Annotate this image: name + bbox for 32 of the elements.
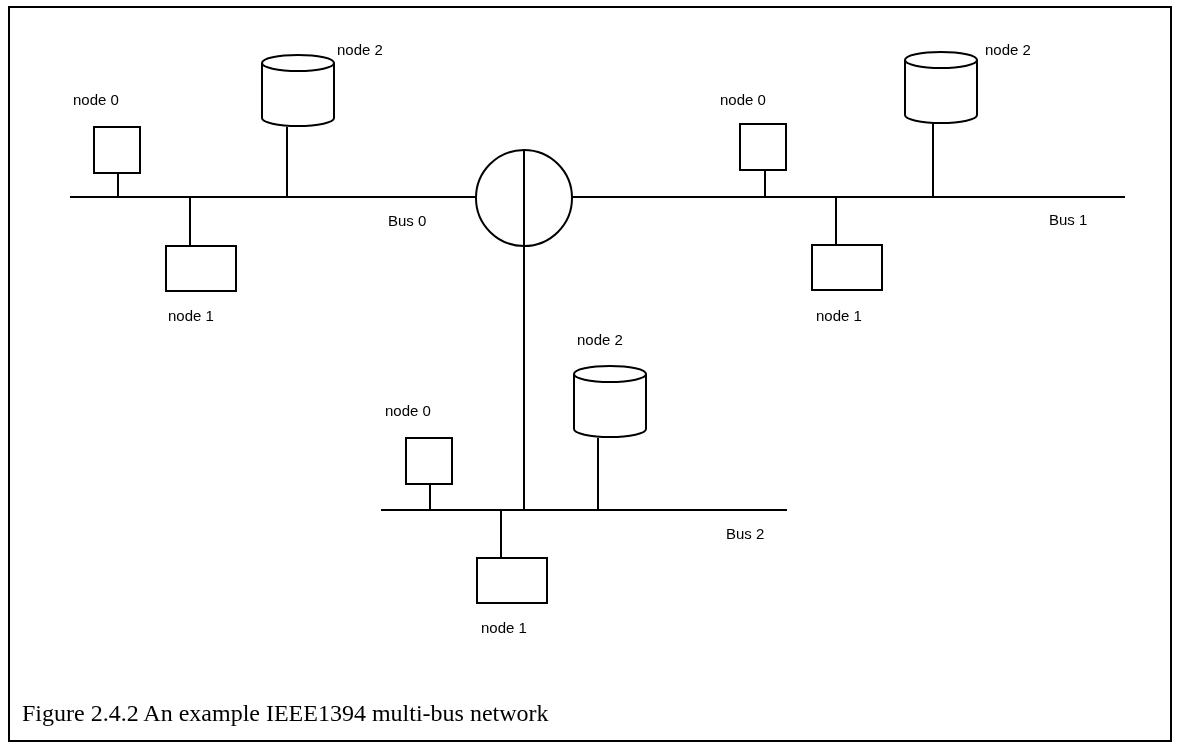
connector-line [286,126,288,197]
node-label: node 0 [385,403,431,418]
node-label: node 2 [337,42,383,57]
device-box [739,123,787,171]
bus-line [381,509,787,511]
node-label: node 1 [168,308,214,323]
node-label: node 2 [985,42,1031,57]
node-label: node 0 [73,92,119,107]
bus-line [70,196,478,198]
connector-line [764,170,766,197]
connector-line [932,123,934,197]
connector-line [429,484,431,510]
node-label: node 2 [577,332,623,347]
device-box [405,437,453,485]
connector-line [597,437,599,510]
device-box [811,244,883,291]
figure-caption: Figure 2.4.2 An example IEEE1394 multi-bus network [22,700,549,727]
node-label: node 1 [816,308,862,323]
connector-line [117,173,119,197]
connector-line [523,246,525,510]
bus-line [571,196,1125,198]
connector-line [835,197,837,245]
connector-line [500,510,502,558]
device-box [93,126,141,174]
node-label: node 0 [720,92,766,107]
device-box [476,557,548,604]
device-box [165,245,237,292]
node-label: node 1 [481,620,527,635]
bus-label: Bus 2 [726,526,765,541]
bus-label: Bus 1 [1049,212,1088,227]
connector-line [189,197,191,246]
bus-label: Bus 0 [388,213,427,228]
